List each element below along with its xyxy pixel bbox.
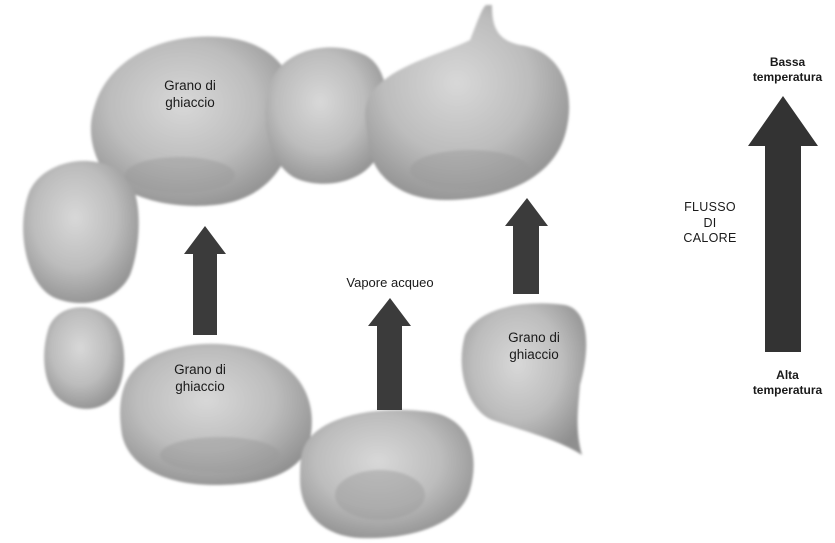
grain-right-label: Grano dighiaccio bbox=[494, 330, 574, 364]
high-temperature-label-line-2: temperatura bbox=[740, 383, 835, 398]
heat-flow-label-line-3: CALORE bbox=[680, 231, 740, 247]
grain-right-label-line-1: Grano di bbox=[494, 330, 574, 347]
low-temperature-label: Bassatemperatura bbox=[740, 55, 835, 85]
grain-top-label-line-2: ghiaccio bbox=[150, 95, 230, 112]
ice-grain-left-lower bbox=[44, 307, 124, 409]
heat-flow-label-line-2: DI bbox=[680, 216, 740, 232]
ice-grain-right bbox=[462, 303, 587, 455]
heat-flow-label-line-1: FLUSSO bbox=[680, 200, 740, 216]
arrow-left-up-icon bbox=[184, 226, 226, 335]
vapor-label-line-1: Vapore acqueo bbox=[325, 275, 455, 291]
heat-flow-arrow-icon bbox=[748, 96, 818, 352]
arrow-right-up-icon bbox=[505, 198, 548, 294]
heat-flow-label: FLUSSODICALORE bbox=[680, 200, 740, 247]
grain-bottom-left-label-line-2: ghiaccio bbox=[160, 379, 240, 396]
grain-bottom-left-label-line-1: Grano di bbox=[160, 362, 240, 379]
ice-grain-left-upper bbox=[23, 161, 139, 303]
grain-right-label-line-2: ghiaccio bbox=[494, 347, 574, 364]
high-temperature-label-line-1: Alta bbox=[740, 368, 835, 383]
ice-grain-chain bbox=[23, 5, 586, 538]
grain-top-label-line-1: Grano di bbox=[150, 78, 230, 95]
grain-top-label: Grano dighiaccio bbox=[150, 78, 230, 112]
vapor-label: Vapore acqueo bbox=[325, 275, 455, 291]
low-temperature-label-line-1: Bassa bbox=[740, 55, 835, 70]
arrow-center-up-icon bbox=[368, 298, 411, 410]
grain-bottom-left-label: Grano dighiaccio bbox=[160, 362, 240, 396]
low-temperature-label-line-2: temperatura bbox=[740, 70, 835, 85]
high-temperature-label: Altatemperatura bbox=[740, 368, 835, 398]
